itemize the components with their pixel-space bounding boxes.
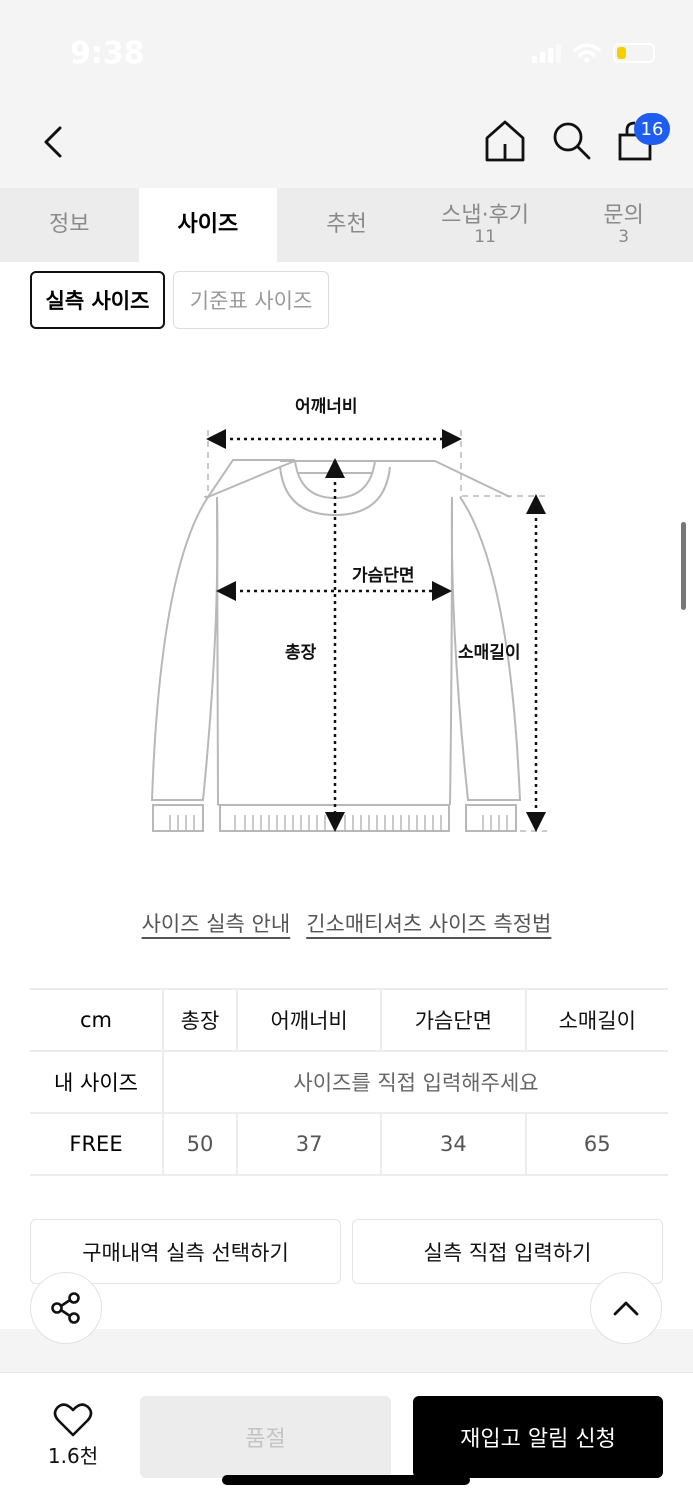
status-bar: 9:38	[0, 0, 693, 100]
like-count: 1.6천	[47, 1444, 99, 1468]
value-cell: 34	[380, 1112, 526, 1176]
soldout-button: 품절	[140, 1396, 391, 1478]
tab-recommend[interactable]: 추천	[277, 188, 416, 262]
share-button[interactable]	[30, 1272, 102, 1344]
product-tabs: 정보 사이즈 추천 스냅·후기 11 문의 3	[0, 188, 693, 262]
tab-count: 11	[474, 226, 496, 247]
value-cell: 65	[524, 1112, 668, 1176]
size-name: FREE	[30, 1112, 163, 1176]
my-size-label: 내 사이즈	[30, 1050, 163, 1114]
sleeve-label: 소매길이	[458, 643, 521, 663]
measure-method-link[interactable]: 긴소매티셔츠 사이즈 측정법	[306, 912, 552, 936]
section-divider	[0, 1329, 693, 1373]
direct-input-button[interactable]: 실측 직접 입력하기	[352, 1219, 663, 1284]
table-row: FREE 50 37 34 65	[30, 1112, 668, 1176]
value-cell: 37	[235, 1112, 382, 1176]
tab-label: 정보	[49, 212, 90, 238]
wifi-icon	[573, 43, 601, 63]
tab-inquiry[interactable]: 문의 3	[554, 188, 693, 262]
tab-label: 스냅·후기	[441, 202, 530, 228]
chevron-left-icon[interactable]	[36, 120, 72, 164]
top-nav-bar	[0, 100, 693, 188]
header-cell: 총장	[162, 988, 237, 1052]
tab-snap-review[interactable]: 스냅·후기 11	[416, 188, 555, 262]
header-cell: 가슴단면	[380, 988, 526, 1052]
value-cell: 50	[162, 1112, 237, 1176]
size-table: cm 총장 어깨너비 가슴단면 소매길이 내 사이즈 사이즈를 직접 입력해주세…	[30, 988, 668, 1176]
tab-label: 사이즈	[177, 212, 239, 238]
chevron-up-icon	[613, 1301, 639, 1316]
like-button[interactable]: 1.6천	[40, 1402, 106, 1469]
actual-size-toggle[interactable]: 실측 사이즈	[30, 271, 165, 329]
tab-info[interactable]: 정보	[0, 188, 139, 262]
scroll-to-top-button[interactable]	[590, 1272, 662, 1344]
tab-label: 문의	[603, 202, 644, 228]
signal-icon	[532, 43, 561, 63]
length-label: 총장	[285, 643, 317, 663]
cart-badge: 16	[634, 113, 670, 145]
my-size-input-hint[interactable]: 사이즈를 직접 입력해주세요	[162, 1050, 668, 1114]
share-icon	[51, 1292, 80, 1324]
tab-count: 3	[618, 226, 630, 247]
shoulder-label: 어깨너비	[295, 397, 358, 417]
home-indicator	[222, 1475, 470, 1485]
tab-label: 추천	[326, 212, 367, 238]
my-size-row[interactable]: 내 사이즈 사이즈를 직접 입력해주세요	[30, 1050, 668, 1114]
scrollbar[interactable]	[681, 522, 686, 610]
unit-cell: cm	[30, 988, 163, 1052]
actual-size-guide-link[interactable]: 사이즈 실측 안내	[141, 912, 291, 936]
select-from-history-button[interactable]: 구매내역 실측 선택하기	[30, 1219, 341, 1284]
table-header-row: cm 총장 어깨너비 가슴단면 소매길이	[30, 988, 668, 1052]
header-cell: 소매길이	[524, 988, 668, 1052]
chest-label: 가슴단면	[352, 566, 415, 586]
tab-size[interactable]: 사이즈	[138, 188, 278, 262]
standard-size-toggle[interactable]: 기준표 사이즈	[173, 271, 329, 329]
status-time: 9:38	[70, 36, 145, 71]
size-guide-links: 사이즈 실측 안내 긴소매티셔츠 사이즈 측정법	[0, 908, 693, 938]
measurement-diagram: 어깨너비 가슴단면 총장 소매길이	[140, 370, 560, 850]
search-icon[interactable]	[549, 118, 595, 164]
status-icons	[532, 42, 655, 64]
restock-alert-button[interactable]: 재입고 알림 신청	[413, 1396, 663, 1478]
heart-icon	[53, 1403, 93, 1437]
sweatshirt-illustration	[150, 429, 547, 832]
home-icon[interactable]	[482, 118, 528, 164]
header-cell: 어깨너비	[235, 988, 382, 1052]
battery-icon	[613, 43, 655, 63]
